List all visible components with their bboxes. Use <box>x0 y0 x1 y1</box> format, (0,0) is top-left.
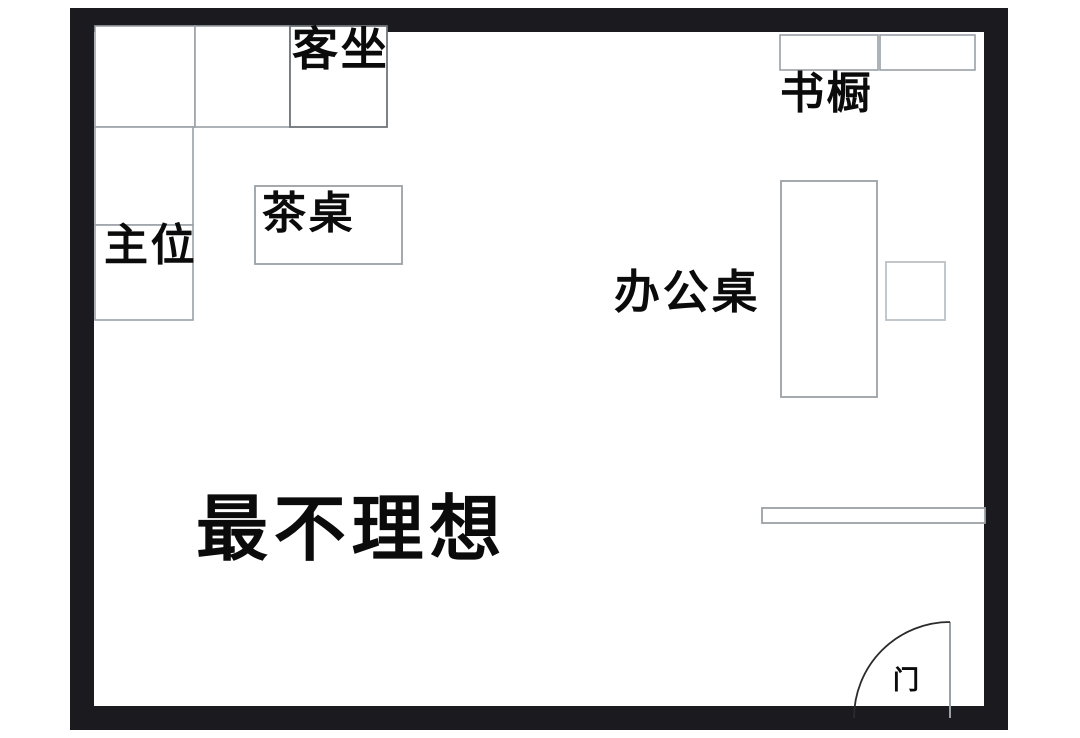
desk-chair-shape <box>885 261 946 321</box>
label-entry-door: 门 <box>893 666 921 695</box>
guest-seating-group <box>94 25 388 128</box>
label-tea-table: 茶桌 <box>262 189 356 238</box>
head-seat-cell-2 <box>94 224 194 321</box>
guest-seat-cell-1 <box>94 25 196 128</box>
guest-seat-cell-3 <box>289 25 388 128</box>
head-seating-group <box>94 126 194 321</box>
label-guest-seating: 客坐 <box>292 24 390 75</box>
label-head-seating: 主位 <box>104 221 198 270</box>
entry-door-group <box>853 621 951 719</box>
bookcase-cell-2 <box>879 34 976 71</box>
office-desk-shape <box>780 180 878 398</box>
bookcase-group <box>779 34 976 71</box>
label-bookcase: 书橱 <box>780 69 874 118</box>
bookcase-cell-1 <box>779 34 879 71</box>
head-seat-cell-1 <box>94 126 194 226</box>
room-outer-wall <box>70 8 1008 730</box>
label-office-desk: 办公桌 <box>614 267 761 318</box>
page-title: 最不理想 <box>196 490 508 570</box>
door-swing-arc <box>853 621 951 719</box>
side-counter-shape <box>761 507 986 524</box>
tea-table-shape <box>254 185 403 265</box>
guest-seat-cell-2 <box>194 25 291 128</box>
